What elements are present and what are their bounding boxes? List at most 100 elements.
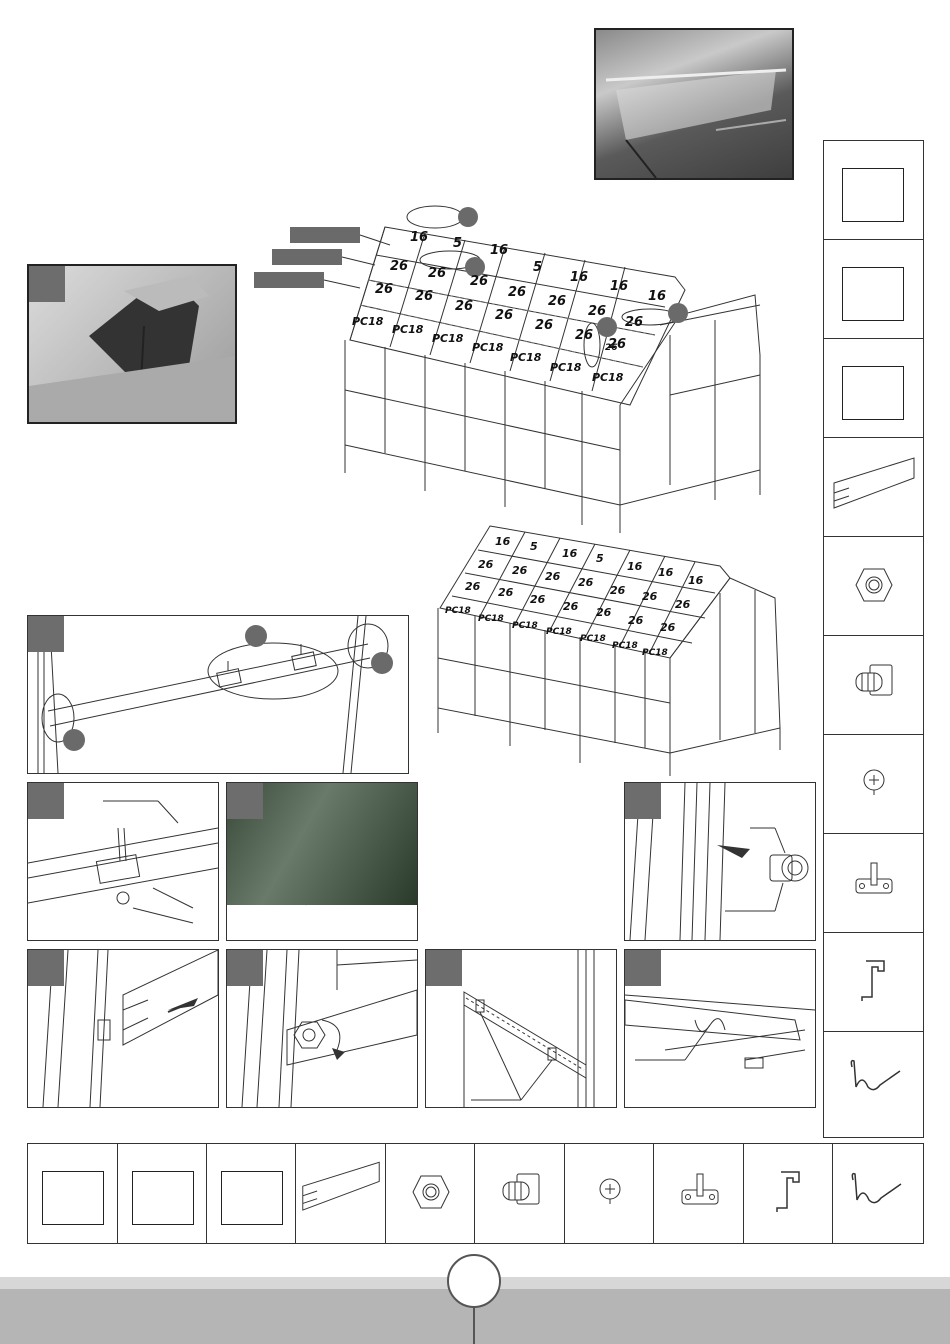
parts-cell — [475, 1144, 565, 1243]
roof-label: 26 — [415, 289, 433, 304]
parts-cell — [824, 537, 923, 636]
roof-label: PC18 — [612, 641, 638, 651]
greenhouse-secondary-drawing: 16 5 16 5 16 16 16 26 26 26 26 26 26 26 … — [430, 518, 790, 778]
roof-label: PC18 — [392, 323, 424, 336]
step-tag — [28, 783, 64, 819]
page-number-circle — [447, 1254, 501, 1308]
roof-label: 26 — [495, 308, 513, 323]
roof-label: 5 — [453, 236, 462, 251]
step-tag — [227, 950, 263, 986]
parts-cell — [296, 1144, 386, 1243]
wire-clip-icon — [847, 1170, 907, 1214]
roof-label: 26 — [660, 621, 676, 634]
parts-cell — [824, 339, 923, 438]
roof-label: 16 — [688, 574, 704, 587]
roof-label: 5 — [530, 540, 538, 553]
empty-box-icon — [132, 1171, 194, 1225]
roof-label: 26 — [596, 606, 612, 619]
page-divider-line — [473, 1308, 475, 1344]
parts-cell — [824, 834, 923, 933]
empty-box-icon — [842, 366, 904, 420]
roof-label: 16 — [495, 535, 511, 548]
empty-box-icon — [842, 168, 904, 222]
roof-label: 16 — [410, 230, 428, 245]
hook-bracket-icon — [678, 1170, 722, 1214]
step-panel-bracket-screw — [27, 782, 219, 941]
greenhouse-main-drawing: 16 5 16 5 16 16 16 26 26 26 26 26 26 26 … — [330, 195, 780, 540]
step-tag — [28, 950, 64, 986]
roof-label: 26 — [390, 259, 408, 274]
roof-label: 26 — [625, 315, 643, 330]
roof-label: 5 — [533, 260, 542, 275]
roof-label: 26 — [578, 576, 594, 589]
phillips-screw-icon — [595, 1176, 625, 1206]
roof-label: PC18 — [510, 351, 542, 364]
parts-cell — [207, 1144, 296, 1243]
roof-label: 26 — [478, 558, 494, 571]
phillips-screw-icon — [859, 767, 889, 797]
roof-label: PC18 — [642, 648, 668, 658]
roof-label: PC18 — [580, 634, 606, 644]
step-panel-panel-clips — [425, 949, 617, 1108]
parts-cell — [824, 735, 923, 834]
empty-box-icon — [42, 1171, 104, 1225]
step-tag — [625, 783, 661, 819]
parts-column — [823, 140, 924, 1138]
roof-label: PC18 — [478, 614, 504, 624]
roof-label: 26 — [675, 598, 691, 611]
roof-label: 26 — [465, 580, 481, 593]
parts-cell — [28, 1144, 118, 1243]
roof-label: PC18 — [352, 315, 384, 328]
parts-cell — [654, 1144, 744, 1243]
parts-cell — [824, 933, 923, 1032]
roof-label: PC18 — [472, 341, 504, 354]
parts-strip — [27, 1143, 924, 1244]
empty-box-icon — [221, 1171, 283, 1225]
parts-cell — [386, 1144, 475, 1243]
roof-label: PC18 — [550, 361, 582, 374]
step-panel-nut-tighten — [226, 949, 418, 1108]
empty-box-icon — [842, 267, 904, 321]
roof-label: 26 — [508, 285, 526, 300]
parts-cell — [824, 636, 923, 735]
roof-label: 16 — [570, 270, 588, 285]
roof-label: 26 — [610, 584, 626, 597]
roof-label: 26 — [628, 614, 644, 627]
roof-label: 16 — [658, 566, 674, 579]
roof-label: 26 — [642, 590, 658, 603]
s-clip-icon — [854, 957, 894, 1007]
step-panel-profile-slide — [27, 949, 219, 1108]
step-panel-warning-photo: ! — [226, 782, 418, 941]
roof-label: 26 — [428, 266, 446, 281]
step-tag — [227, 783, 263, 819]
roof-label: 16 — [610, 279, 628, 294]
parts-cell — [824, 141, 923, 240]
roof-label: PC18 — [445, 606, 471, 616]
roof-label: 16 — [627, 560, 643, 573]
roof-label: 16 — [490, 243, 508, 258]
roof-label: 26 — [530, 593, 546, 606]
roof-label: 26 — [545, 570, 561, 583]
roof-label: 26 — [375, 282, 393, 297]
roof-label: 5 — [596, 552, 604, 565]
hex-nut-icon — [854, 565, 894, 605]
square-head-bolt-icon — [852, 661, 896, 705]
roof-label: 26 — [498, 586, 514, 599]
roof-label: 26 — [588, 304, 606, 319]
step-tag — [28, 616, 64, 652]
step-panel-bar-brackets — [27, 615, 409, 774]
step-panel-bolt-insert — [624, 782, 816, 941]
step-tag — [426, 950, 462, 986]
parts-cell — [824, 438, 923, 537]
roof-label: PC18 — [512, 621, 538, 631]
roof-label: 26 — [563, 600, 579, 613]
square-head-bolt-icon — [499, 1170, 543, 1214]
roof-label: 26 — [455, 299, 473, 314]
parts-cell — [824, 1032, 923, 1131]
roof-label: 16 — [648, 289, 666, 304]
roof-label: 26 — [605, 343, 618, 353]
roof-label: 26 — [548, 294, 566, 309]
roof-label: 16 — [562, 547, 578, 560]
parts-cell — [824, 240, 923, 339]
roof-window-photo — [594, 28, 794, 180]
